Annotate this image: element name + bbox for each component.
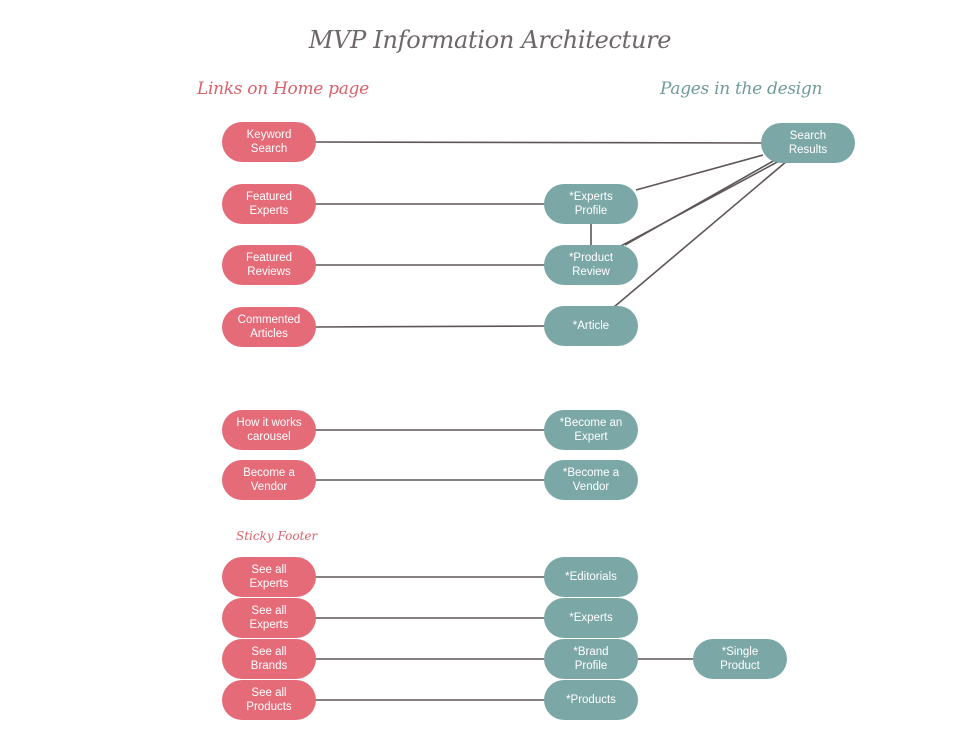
- diagram-title: MVP Information Architecture: [308, 26, 672, 54]
- home-links-heading: Links on Home page: [197, 79, 369, 99]
- node-featured-reviews[interactable]: Featured Reviews: [222, 245, 316, 285]
- node-become-vendor-page[interactable]: *Become a Vendor: [544, 460, 638, 500]
- node-experts-profile[interactable]: *Experts Profile: [544, 184, 638, 224]
- node-keyword-search[interactable]: Keyword Search: [222, 122, 316, 162]
- edge-commented-articles-article: [314, 325, 546, 328]
- node-become-vendor-link[interactable]: Become a Vendor: [222, 460, 316, 500]
- node-featured-experts[interactable]: Featured Experts: [222, 184, 316, 224]
- node-search-results[interactable]: Search Results: [761, 123, 855, 163]
- node-single-product[interactable]: *Single Product: [693, 639, 787, 679]
- node-see-all-experts-1[interactable]: See all Experts: [222, 557, 316, 597]
- node-commented-articles[interactable]: Commented Articles: [222, 307, 316, 347]
- sticky-footer-label: Sticky Footer: [236, 529, 318, 543]
- edge-profile-search-results: [635, 154, 764, 191]
- node-products[interactable]: *Products: [544, 680, 638, 720]
- edge-featured-experts-search-results: [316, 157, 770, 204]
- node-article[interactable]: *Article: [544, 306, 638, 346]
- node-see-all-products[interactable]: See all Products: [222, 680, 316, 720]
- node-see-all-brands[interactable]: See all Brands: [222, 639, 316, 679]
- design-pages-heading: Pages in the design: [660, 79, 823, 99]
- node-editorials[interactable]: *Editorials: [544, 557, 638, 597]
- node-product-review[interactable]: *Product Review: [544, 245, 638, 285]
- edge-article-search-results: [613, 160, 788, 308]
- node-brand-profile[interactable]: *Brand Profile: [544, 639, 638, 679]
- node-experts[interactable]: *Experts: [544, 598, 638, 638]
- edge-review-diag-search-results: [590, 158, 784, 263]
- node-see-all-experts-2[interactable]: See all Experts: [222, 598, 316, 638]
- node-how-it-works-carousel[interactable]: How it works carousel: [222, 410, 316, 450]
- edge-keyword-search-results: [314, 141, 763, 144]
- node-become-expert[interactable]: *Become an Expert: [544, 410, 638, 450]
